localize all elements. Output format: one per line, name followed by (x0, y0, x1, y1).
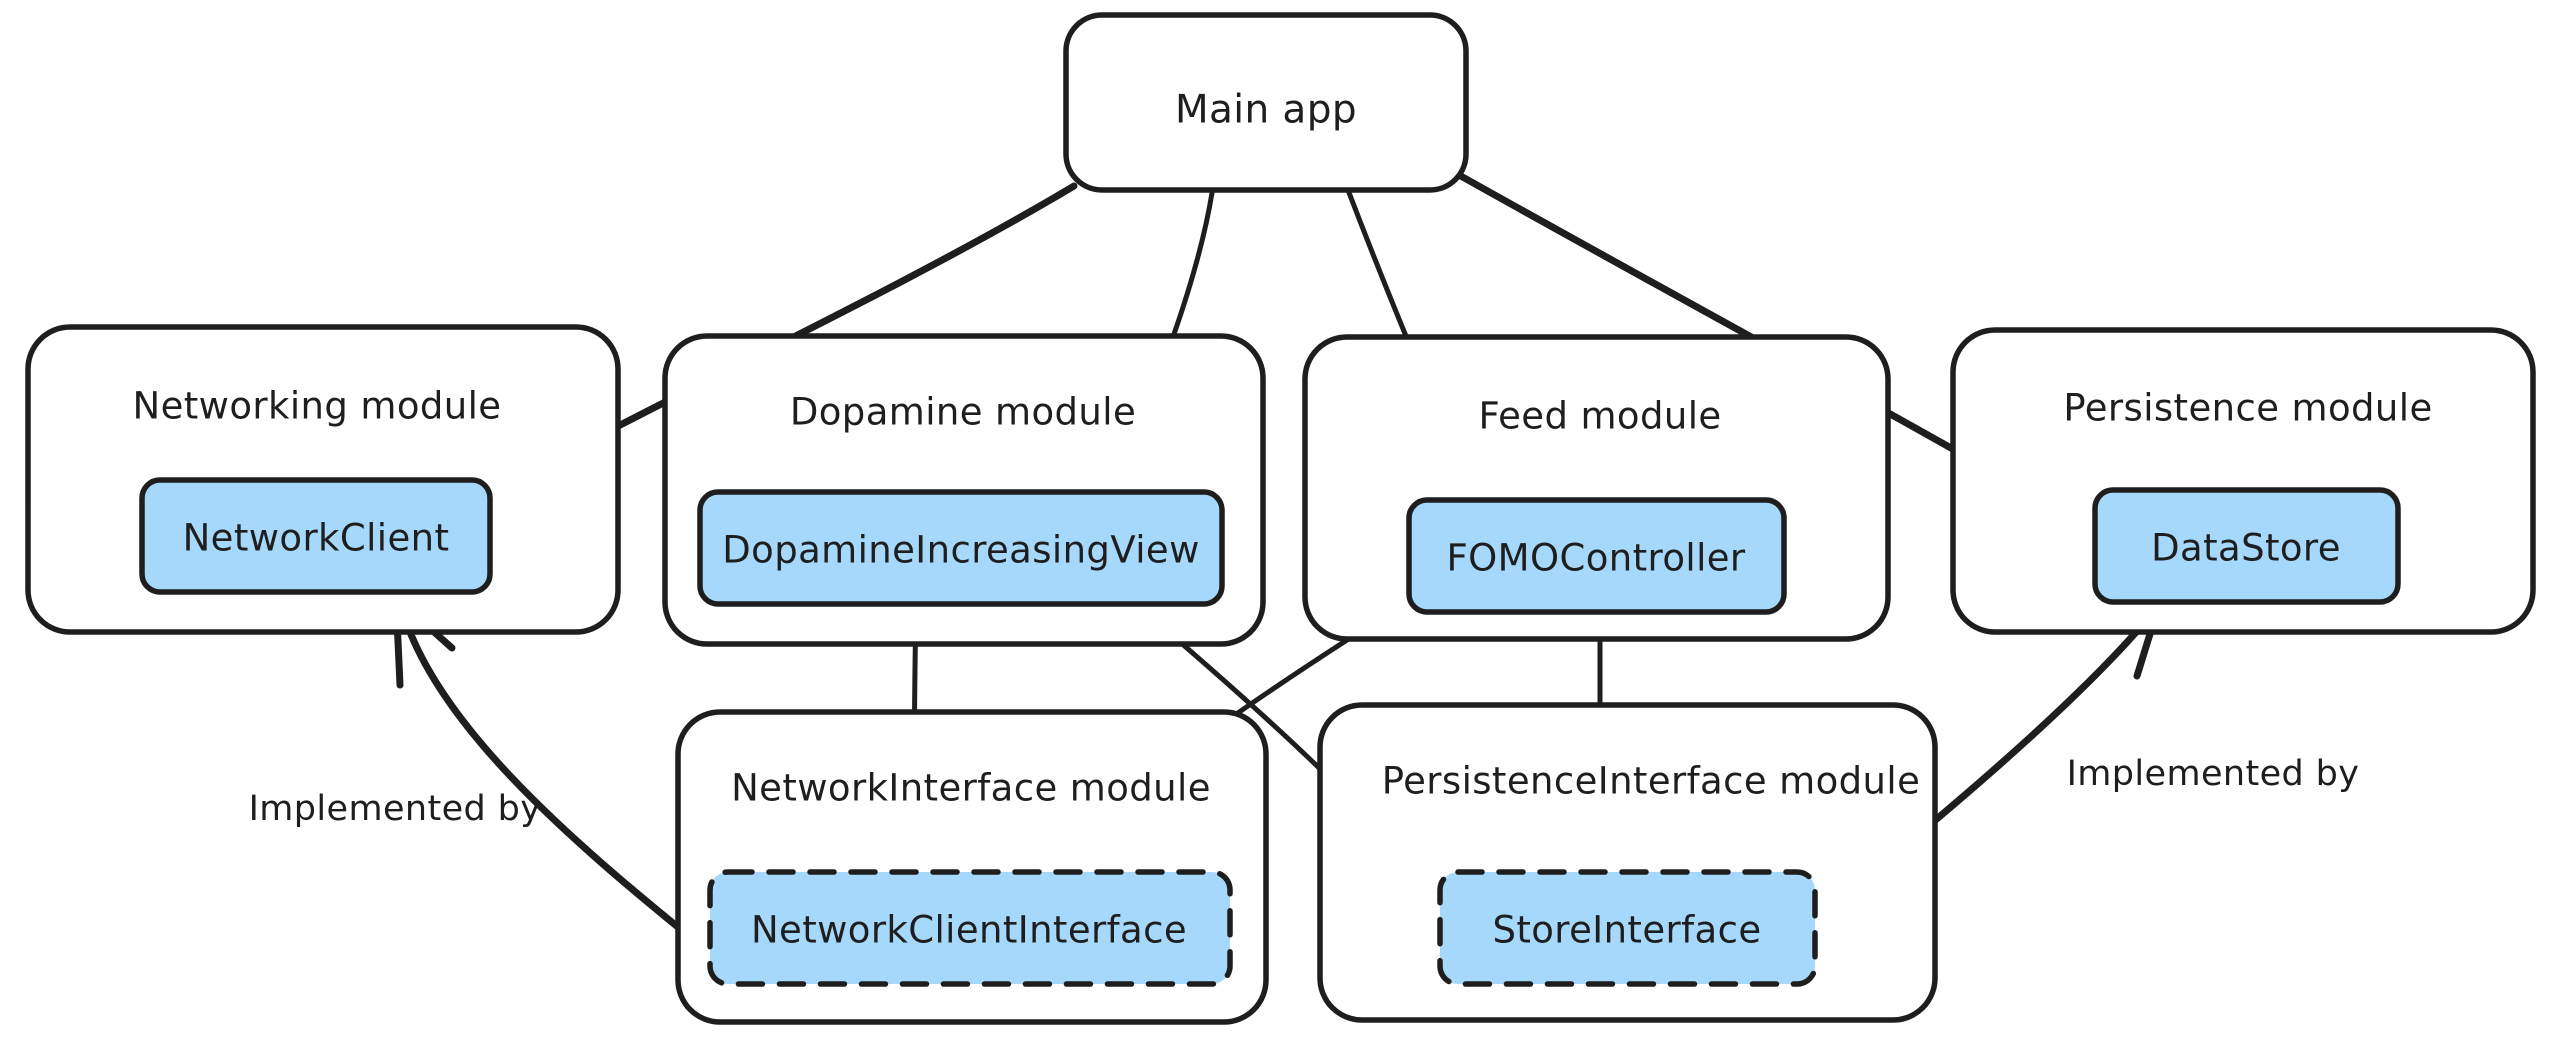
edge-label-implemented-by-left: Implemented by (249, 789, 542, 829)
network-client-label: NetworkClient (183, 517, 450, 560)
dopamine-increasing-view-label: DopamineIncreasingView (722, 529, 1199, 572)
module-persistence-interface-module[interactable]: PersistenceInterface module StoreInterfa… (1317, 702, 1938, 1023)
node-data-store[interactable]: DataStore (2092, 487, 2401, 605)
node-main-app[interactable]: Main app (1063, 12, 1469, 193)
node-dopamine-increasing-view[interactable]: DopamineIncreasingView (697, 489, 1225, 607)
data-store-box[interactable] (2092, 487, 2401, 605)
data-store-label: DataStore (2151, 527, 2341, 570)
module-networking-module[interactable]: Networking module NetworkClient (25, 324, 621, 635)
fomo-controller-label: FOMOController (1446, 537, 1745, 580)
persistence-module-label: Persistence module (2063, 387, 2432, 430)
network-client-interface-label: NetworkClientInterface (751, 909, 1187, 952)
edge-networkclientinterface-networkclient (392, 594, 704, 949)
network-interface-module-label: NetworkInterface module (731, 767, 1211, 810)
dopamine-module-label: Dopamine module (790, 391, 1136, 434)
main-app-box[interactable] (1063, 12, 1469, 193)
store-interface-label: StoreInterface (1492, 909, 1761, 952)
fomo-controller-box[interactable] (1406, 497, 1787, 615)
module-network-interface-module[interactable]: NetworkInterface module NetworkClientInt… (675, 709, 1269, 1025)
store-interface-box[interactable] (1437, 869, 1818, 987)
networking-module-label: Networking module (133, 385, 502, 428)
dopamine-increasing-view-box[interactable] (697, 489, 1225, 607)
persistence-interface-module-label: PersistenceInterface module (1382, 760, 1921, 803)
edge-label-implemented-by-right: Implemented by (2067, 754, 2360, 794)
main-app-label: Main app (1175, 88, 1357, 133)
node-fomo-controller[interactable]: FOMOController (1406, 497, 1787, 615)
module-persistence-module[interactable]: Persistence module DataStore (1950, 327, 2536, 635)
node-store-interface[interactable]: StoreInterface (1437, 869, 1818, 987)
network-client-box[interactable] (139, 477, 493, 595)
node-network-client[interactable]: NetworkClient (139, 477, 493, 595)
module-dopamine-module[interactable]: Dopamine module DopamineIncreasingView (662, 333, 1266, 647)
feed-module-label: Feed module (1478, 395, 1721, 438)
network-client-interface-box[interactable] (707, 869, 1233, 987)
module-feed-module[interactable]: Feed module FOMOController (1302, 334, 1891, 642)
node-network-client-interface[interactable]: NetworkClientInterface (707, 869, 1233, 987)
